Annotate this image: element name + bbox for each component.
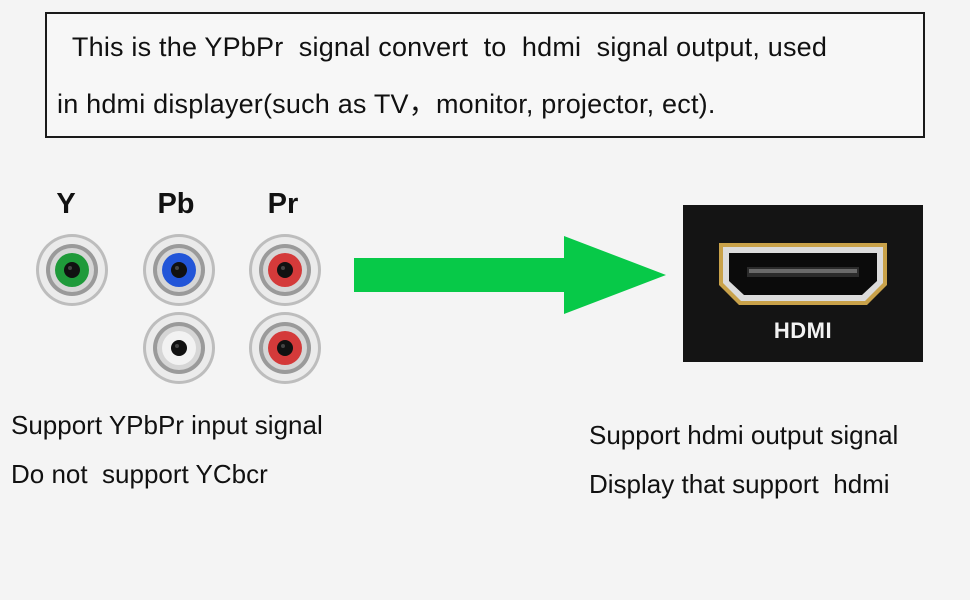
rca-jack-pr-icon — [247, 232, 323, 308]
hdmi-port-icon — [719, 243, 887, 305]
description-line-2: in hdmi displayer(such as TV，monitor, pr… — [57, 89, 716, 119]
output-caption-line-1: Support hdmi output signal — [589, 420, 899, 450]
output-caption-line-2: Display that support hdmi — [589, 469, 890, 499]
hdmi-port-panel: HDMI — [683, 205, 923, 362]
hdmi-port-label: HDMI — [773, 318, 833, 343]
jack-label-pb: Pb — [157, 188, 195, 220]
jack-label-y: Y — [56, 188, 76, 220]
input-caption-line-2: Do not support YCbcr — [11, 459, 268, 489]
rca-jack-y-icon — [34, 232, 110, 308]
description-line-1: This is the YPbPr signal convert to hdmi… — [57, 32, 828, 62]
description-box: This is the YPbPr signal convert to hdmi… — [45, 12, 925, 138]
input-caption-line-1: Support YPbPr input signal — [11, 410, 323, 440]
rca-jack-audio-right-icon — [247, 310, 323, 386]
conversion-arrow-icon — [354, 236, 666, 319]
rca-jack-audio-left-icon — [141, 310, 217, 386]
jack-label-pr: Pr — [267, 188, 299, 220]
rca-jack-pb-icon — [141, 232, 217, 308]
